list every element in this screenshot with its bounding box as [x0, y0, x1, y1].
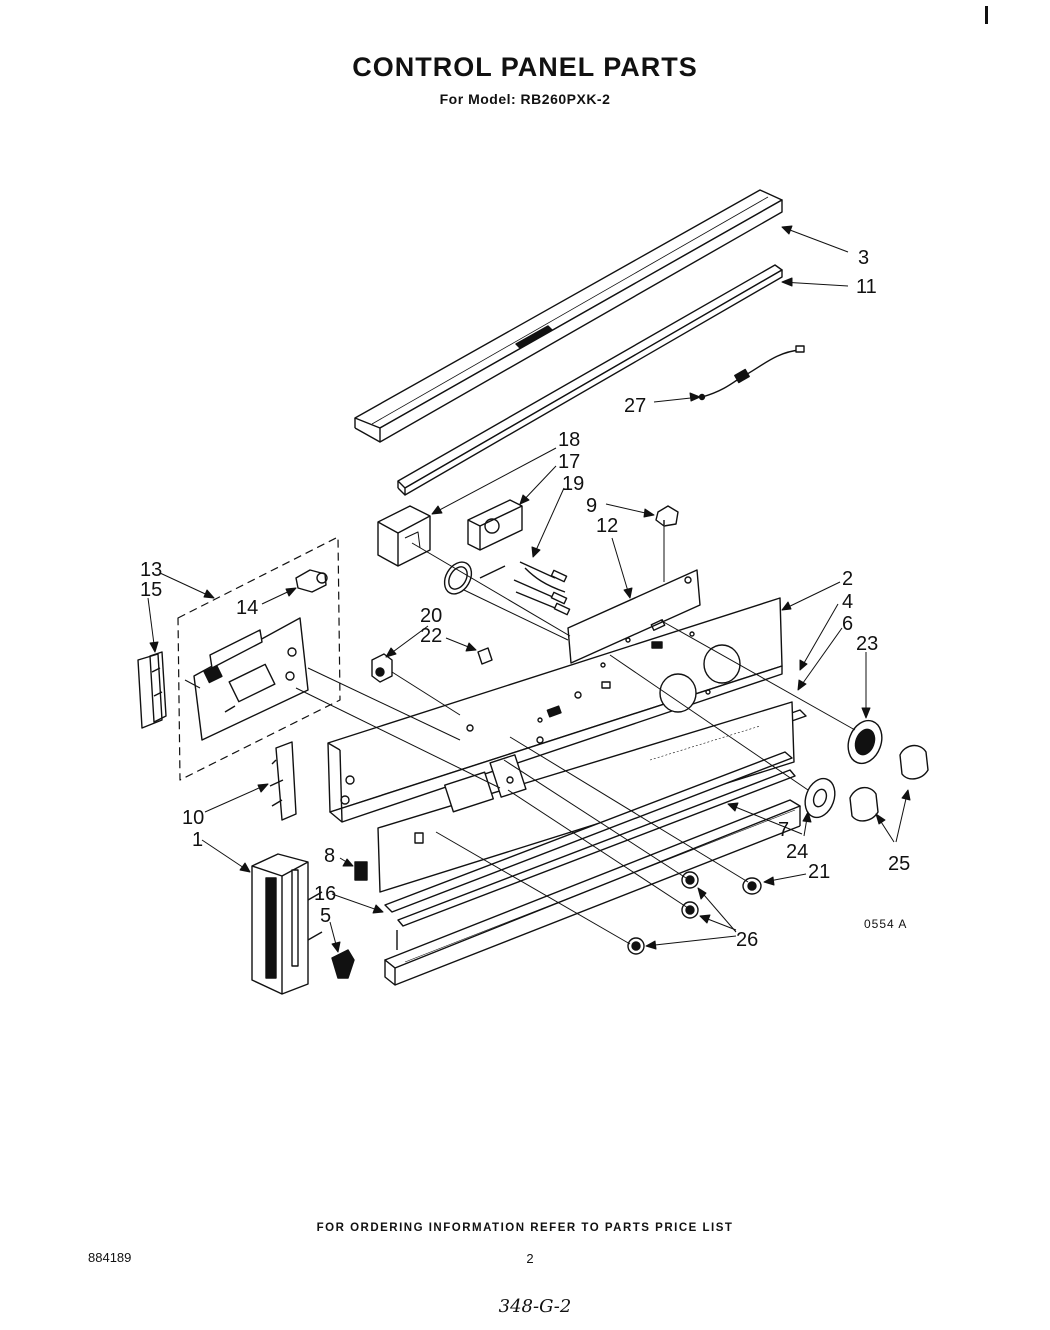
callout-17: 17: [558, 451, 580, 473]
part-24-bezel: [804, 777, 836, 819]
part-14-clip: [295, 569, 328, 593]
part-5-knob: [331, 949, 355, 979]
part-3-top-trim: [354, 189, 783, 443]
callout-3: 3: [858, 247, 869, 269]
callout-26: 26: [736, 929, 758, 951]
callout-18: 18: [558, 429, 580, 451]
callout-2: 2: [842, 568, 853, 590]
part-25-knob-a: [899, 744, 929, 780]
callout-8: 8: [324, 845, 335, 867]
model-subtitle: For Model: RB260PXK-2: [439, 91, 611, 107]
part-1-housing: [251, 853, 323, 995]
part-23-bezel: [847, 719, 883, 765]
part-13-clock-assembly: [177, 536, 341, 781]
callout-25: 25: [888, 853, 910, 875]
callout-4: 4: [842, 591, 853, 613]
corner-mark: [985, 6, 988, 24]
callout-9: 9: [586, 495, 597, 517]
part-22-cap: [477, 647, 493, 665]
callout-23: 23: [856, 633, 878, 655]
callout-1: 1: [192, 829, 203, 851]
callout-14: 14: [236, 597, 258, 619]
callout-12: 12: [596, 515, 618, 537]
part-27-wire: [698, 345, 805, 401]
part-19-ring: [443, 561, 506, 595]
part-9-clip: [655, 505, 679, 527]
part-25-knob-b: [849, 787, 879, 822]
handwritten-note: 348-G-2: [498, 1296, 572, 1317]
callout-16: 16: [314, 883, 336, 905]
assembly-guide-lines: [184, 526, 856, 945]
callout-10: 10: [182, 807, 204, 829]
callout-15: 15: [140, 579, 162, 601]
callout-27: 27: [624, 395, 646, 417]
part-26-knob-b: [681, 901, 699, 919]
part-19-terminals: [513, 561, 571, 616]
part-7-channel: [384, 799, 801, 986]
callout-7: 7: [778, 819, 789, 841]
callout-6: 6: [842, 613, 853, 635]
part-8-block: [354, 861, 368, 881]
callout-19: 19: [562, 473, 584, 495]
callout-labels: 3 11 27 18 17 19 9 12 2 4 6 23 13 15 14 …: [140, 247, 910, 951]
callout-20: 20: [420, 605, 442, 627]
callout-22: 22: [420, 625, 442, 647]
ordering-notice: FOR ORDERING INFORMATION REFER TO PARTS …: [316, 1222, 734, 1234]
part-15-plate: [137, 651, 167, 729]
page-title: CONTROL PANEL PARTS: [352, 52, 698, 82]
part-6-panel: [377, 701, 795, 893]
figure-code: 0554 A: [864, 917, 907, 931]
part-26-knob-c: [627, 937, 645, 955]
page-number: 2: [526, 1251, 534, 1266]
leader-lines: [147, 225, 911, 953]
callout-11: 11: [856, 276, 877, 298]
part-17-switch: [467, 499, 523, 551]
callout-13: 13: [140, 559, 162, 581]
part-26-knob-a: [681, 871, 699, 889]
callout-5: 5: [320, 905, 331, 927]
part-10-bracket: [269, 741, 297, 821]
callout-21: 21: [808, 861, 830, 883]
document-number: 884189: [88, 1250, 132, 1265]
part-2-control-panel: [327, 597, 783, 823]
part-18-switch: [377, 505, 431, 567]
part-11-strip: [397, 264, 783, 496]
callout-24: 24: [786, 841, 808, 863]
part-20-switch: [371, 653, 393, 683]
